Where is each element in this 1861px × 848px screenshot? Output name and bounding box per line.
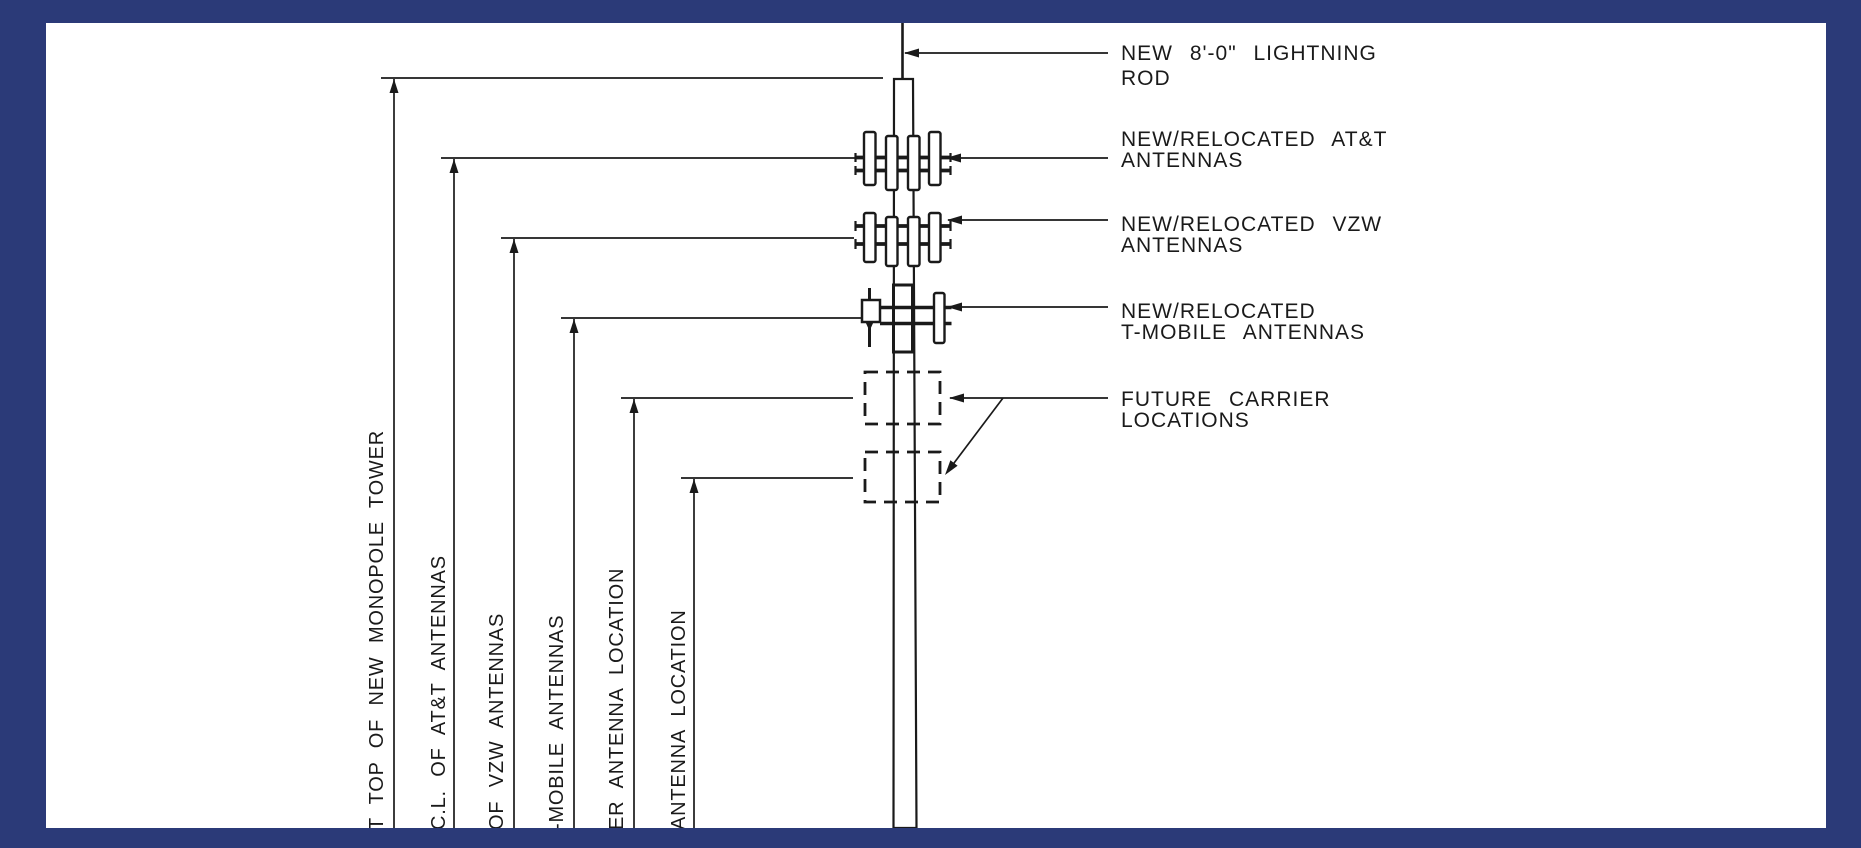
label-line: ANTENNAS: [1121, 234, 1244, 257]
label-att-antennas: NEW/RELOCATED AT&T ANTENNAS: [1121, 129, 1387, 171]
dimension-up-arrowheads: [389, 79, 699, 493]
callout-future-carrier-antenna-location: ER ANTENNA LOCATION: [606, 567, 628, 830]
label-line: NEW/RELOCATED AT&T: [1121, 128, 1388, 151]
sheet-border-left: [0, 0, 46, 848]
label-line: ANTENNAS: [1121, 149, 1244, 172]
sheet-border-bottom: [0, 828, 1861, 848]
label-line: T-MOBILE ANTENNAS: [1121, 321, 1366, 344]
label-line: ROD: [1121, 67, 1171, 90]
callout-future-antenna-location: ANTENNA LOCATION: [668, 609, 690, 830]
label-line: NEW/RELOCATED VZW: [1121, 213, 1383, 236]
sheet-border-right: [1826, 0, 1861, 848]
label-line: LOCATIONS: [1121, 409, 1250, 432]
callout-cl-tmobile-antennas: -MOBILE ANTENNAS: [546, 614, 568, 830]
label-line: FUTURE CARRIER: [1121, 388, 1331, 411]
leader-arrowheads: [904, 48, 964, 475]
sheet-border-top: [0, 0, 1861, 23]
monopole-pole: [892, 77, 918, 830]
callout-cl-vzw-antennas: OF VZW ANTENNAS: [486, 612, 508, 830]
label-line: NEW 8'-0" LIGHTNING: [1121, 42, 1377, 65]
label-vzw-antennas: NEW/RELOCATED VZW ANTENNAS: [1121, 214, 1382, 256]
label-lightning-rod: NEW 8'-0" LIGHTNING ROD: [1121, 41, 1377, 91]
callout-top-of-monopole-tower: T TOP OF NEW MONOPOLE TOWER: [366, 430, 388, 830]
tmobile-antenna-array: [860, 283, 952, 354]
label-line: NEW/RELOCATED: [1121, 300, 1316, 323]
label-tmobile-antennas: NEW/RELOCATED T-MOBILE ANTENNAS: [1121, 301, 1365, 343]
callout-cl-att-antennas: C.L. OF AT&T ANTENNAS: [428, 555, 450, 830]
att-antenna-array: [854, 130, 952, 192]
vzw-antenna-array: [854, 211, 952, 268]
label-future-carrier: FUTURE CARRIER LOCATIONS: [1121, 389, 1331, 431]
leader-lines: [905, 52, 1108, 472]
dimension-callout-lines: [381, 77, 883, 828]
